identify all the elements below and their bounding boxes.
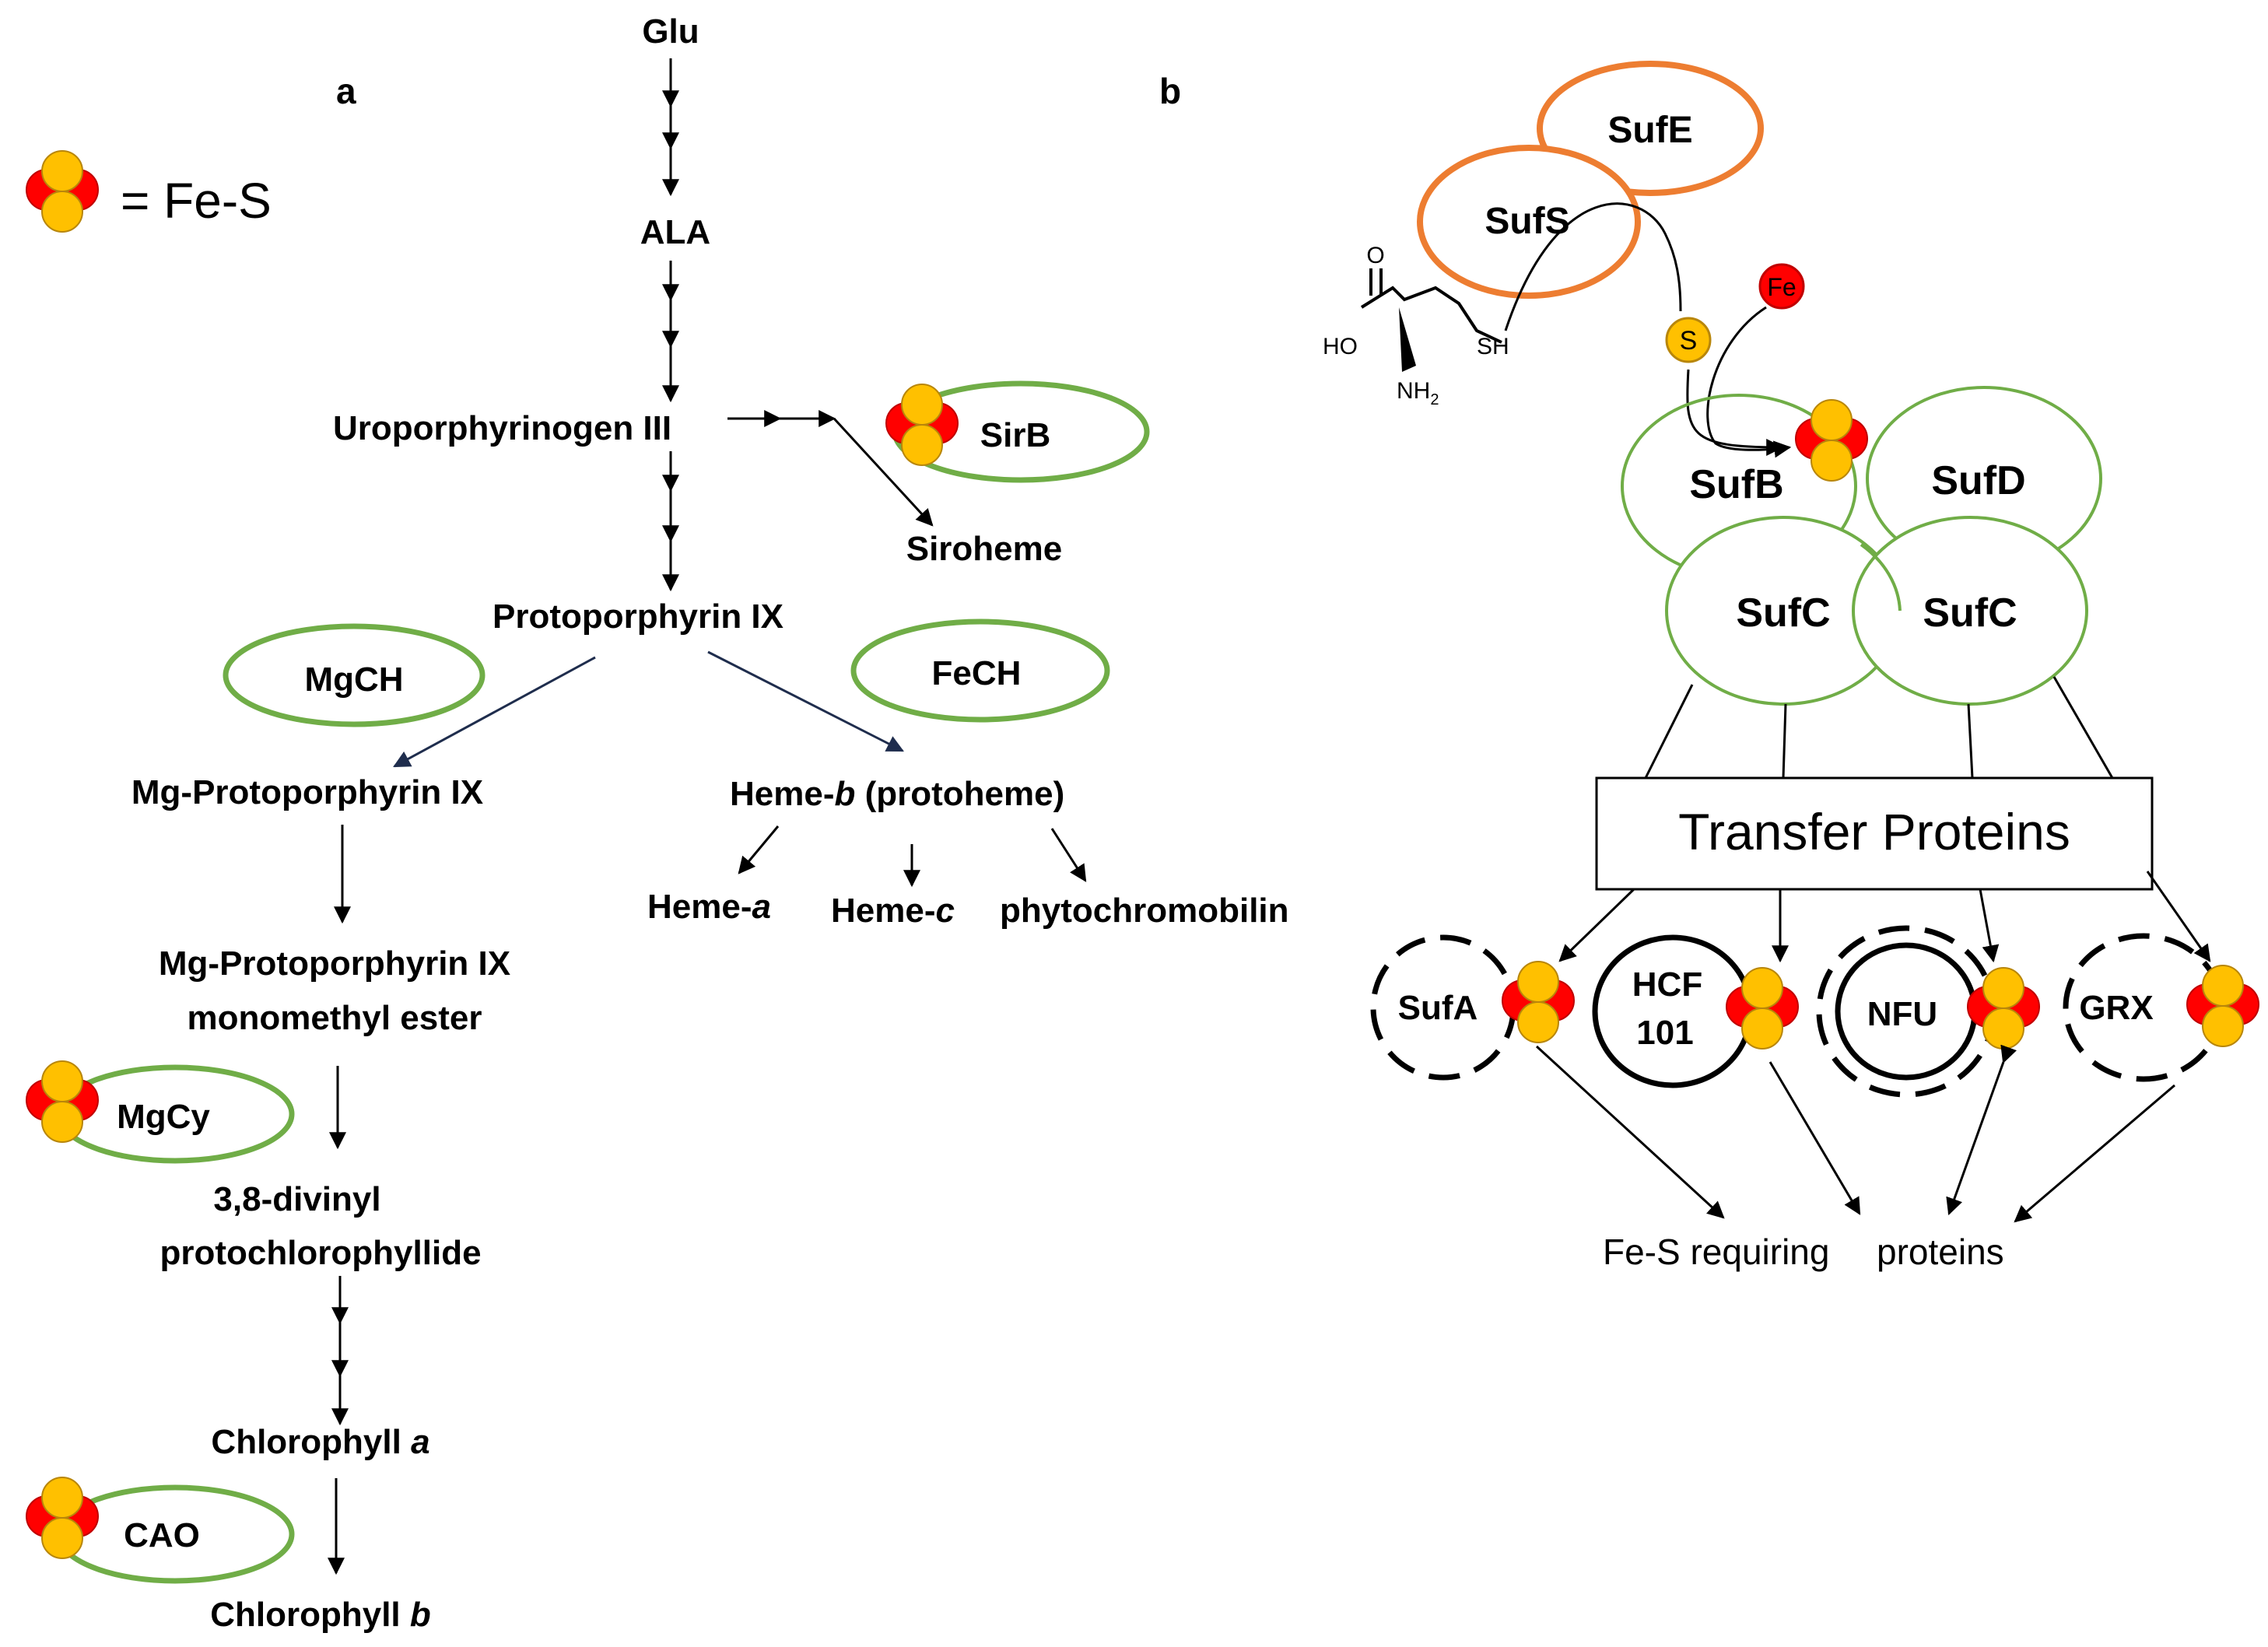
hcf101-fe-s-icon — [1726, 967, 1799, 1050]
sulfur-to-cluster-arrow — [1686, 369, 1784, 456]
fech-enzyme — [850, 619, 1110, 723]
iron-atom-icon — [1758, 263, 1805, 310]
fe-s-requiring-label: Fe-S requiring — [1603, 1232, 1829, 1272]
hcf-label-line1: HCF — [1632, 965, 1702, 1004]
mgcy-label: MgCy — [117, 1098, 210, 1136]
connector-lines — [1644, 676, 2114, 779]
grx-label: GRX — [2079, 989, 2153, 1027]
thiol-label: SH — [1477, 334, 1509, 359]
mgch-label: MgCH — [304, 661, 403, 699]
sulfur-atom-icon — [1665, 317, 1712, 363]
divinyl-line1: 3,8-divinyl — [213, 1180, 380, 1218]
fe-s-cluster-icon — [26, 150, 99, 233]
phytochromobilin-label: phytochromobilin — [1000, 892, 1289, 930]
sufd-label: SufD — [1931, 458, 2025, 503]
glu-label: Glu — [642, 12, 699, 51]
iron-atom-label: Fe — [1767, 273, 1796, 301]
mg-ester-line2: monomethyl ester — [188, 999, 482, 1037]
siroheme-label: Siroheme — [906, 530, 1063, 568]
uroporphyrinogen-label: Uroporphyrinogen III — [333, 409, 671, 447]
divinyl-line2: protochlorophyllide — [159, 1234, 481, 1272]
transfer-proteins-box — [1595, 776, 2154, 891]
sirb-label: SirB — [980, 416, 1050, 454]
proto-to-heme-arrow — [707, 650, 904, 752]
hcf-label-line2: 101 — [1636, 1014, 1693, 1052]
panel-b: b SufE SufS O HO SH NH2 S Fe SufB SufD S… — [1159, 61, 2259, 1272]
panel-a-label: a — [336, 71, 356, 111]
sufb-label: SufB — [1689, 462, 1783, 507]
heme-b-to-phyto-arrow — [1050, 828, 1087, 882]
legend-label: = Fe-S — [121, 173, 272, 229]
protoporphyrin-label: Protoporphyrin IX — [493, 597, 783, 636]
sufs-protein — [1417, 145, 1641, 299]
grx-fe-s-icon — [2186, 965, 2259, 1047]
proto-to-mg-arrow — [393, 656, 596, 768]
sirb-fe-s-icon — [885, 384, 959, 466]
cao-label: CAO — [124, 1516, 200, 1554]
mgch-enzyme — [223, 623, 485, 727]
heme-b-label: Heme-b (protoheme) — [730, 775, 1064, 813]
mgcy-fe-s-icon — [26, 1060, 99, 1143]
ala-label: ALA — [640, 213, 710, 251]
nfu-fe-s-icon — [1967, 967, 2040, 1050]
legend: = Fe-S — [26, 150, 272, 233]
chlorophyll-a-label: Chlorophyll a — [211, 1423, 429, 1461]
sulfur-atom-label: S — [1680, 326, 1698, 356]
sufa-fe-s-icon — [1502, 961, 1575, 1043]
iron-to-cluster-arrow — [1706, 306, 1792, 458]
sufa-label: SufA — [1398, 989, 1478, 1027]
heme-a-label: Heme-a — [647, 888, 771, 926]
sufe-protein — [1537, 61, 1764, 196]
sufe-label: SufE — [1607, 110, 1692, 151]
mg-ester-line1: Mg-Protoporphyrin IX — [159, 944, 510, 983]
sufc-left-label: SufC — [1736, 590, 1830, 636]
fech-label: FeCH — [932, 654, 1022, 692]
transfer-proteins-label: Transfer Proteins — [1678, 803, 2070, 860]
chlorophyll-b-label: Chlorophyll b — [210, 1596, 431, 1634]
proteins-label: proteins — [1877, 1232, 2004, 1272]
heme-c-label: Heme-c — [831, 892, 955, 930]
transfer-arrows — [1558, 871, 2211, 963]
uro-to-siroheme-arrow — [833, 417, 934, 527]
heme-b-to-a-arrow — [738, 825, 780, 874]
hydroxyl-label: HO — [1323, 334, 1358, 359]
sufc-overlap-outline — [1860, 543, 1902, 611]
sufc-right-protein — [1852, 516, 2088, 706]
sulfur-transfer-path — [1504, 202, 1682, 331]
sufc-right-label: SufC — [1923, 590, 2017, 636]
cao-fe-s-icon — [26, 1477, 99, 1559]
cysteine-structure — [1360, 268, 1502, 372]
amine-label: NH2 — [1397, 378, 1439, 408]
mg-protoporphyrin-label: Mg-Protoporphyrin IX — [131, 773, 483, 811]
oxygen-atom-label: O — [1366, 243, 1384, 268]
delivery-arrows — [1535, 1044, 2175, 1223]
panel-a: a Glu ALA Uroporphyrinogen III SirB Siro… — [26, 12, 1289, 1634]
panel-b-label: b — [1159, 71, 1181, 111]
nfu-label: NFU — [1867, 995, 1937, 1033]
